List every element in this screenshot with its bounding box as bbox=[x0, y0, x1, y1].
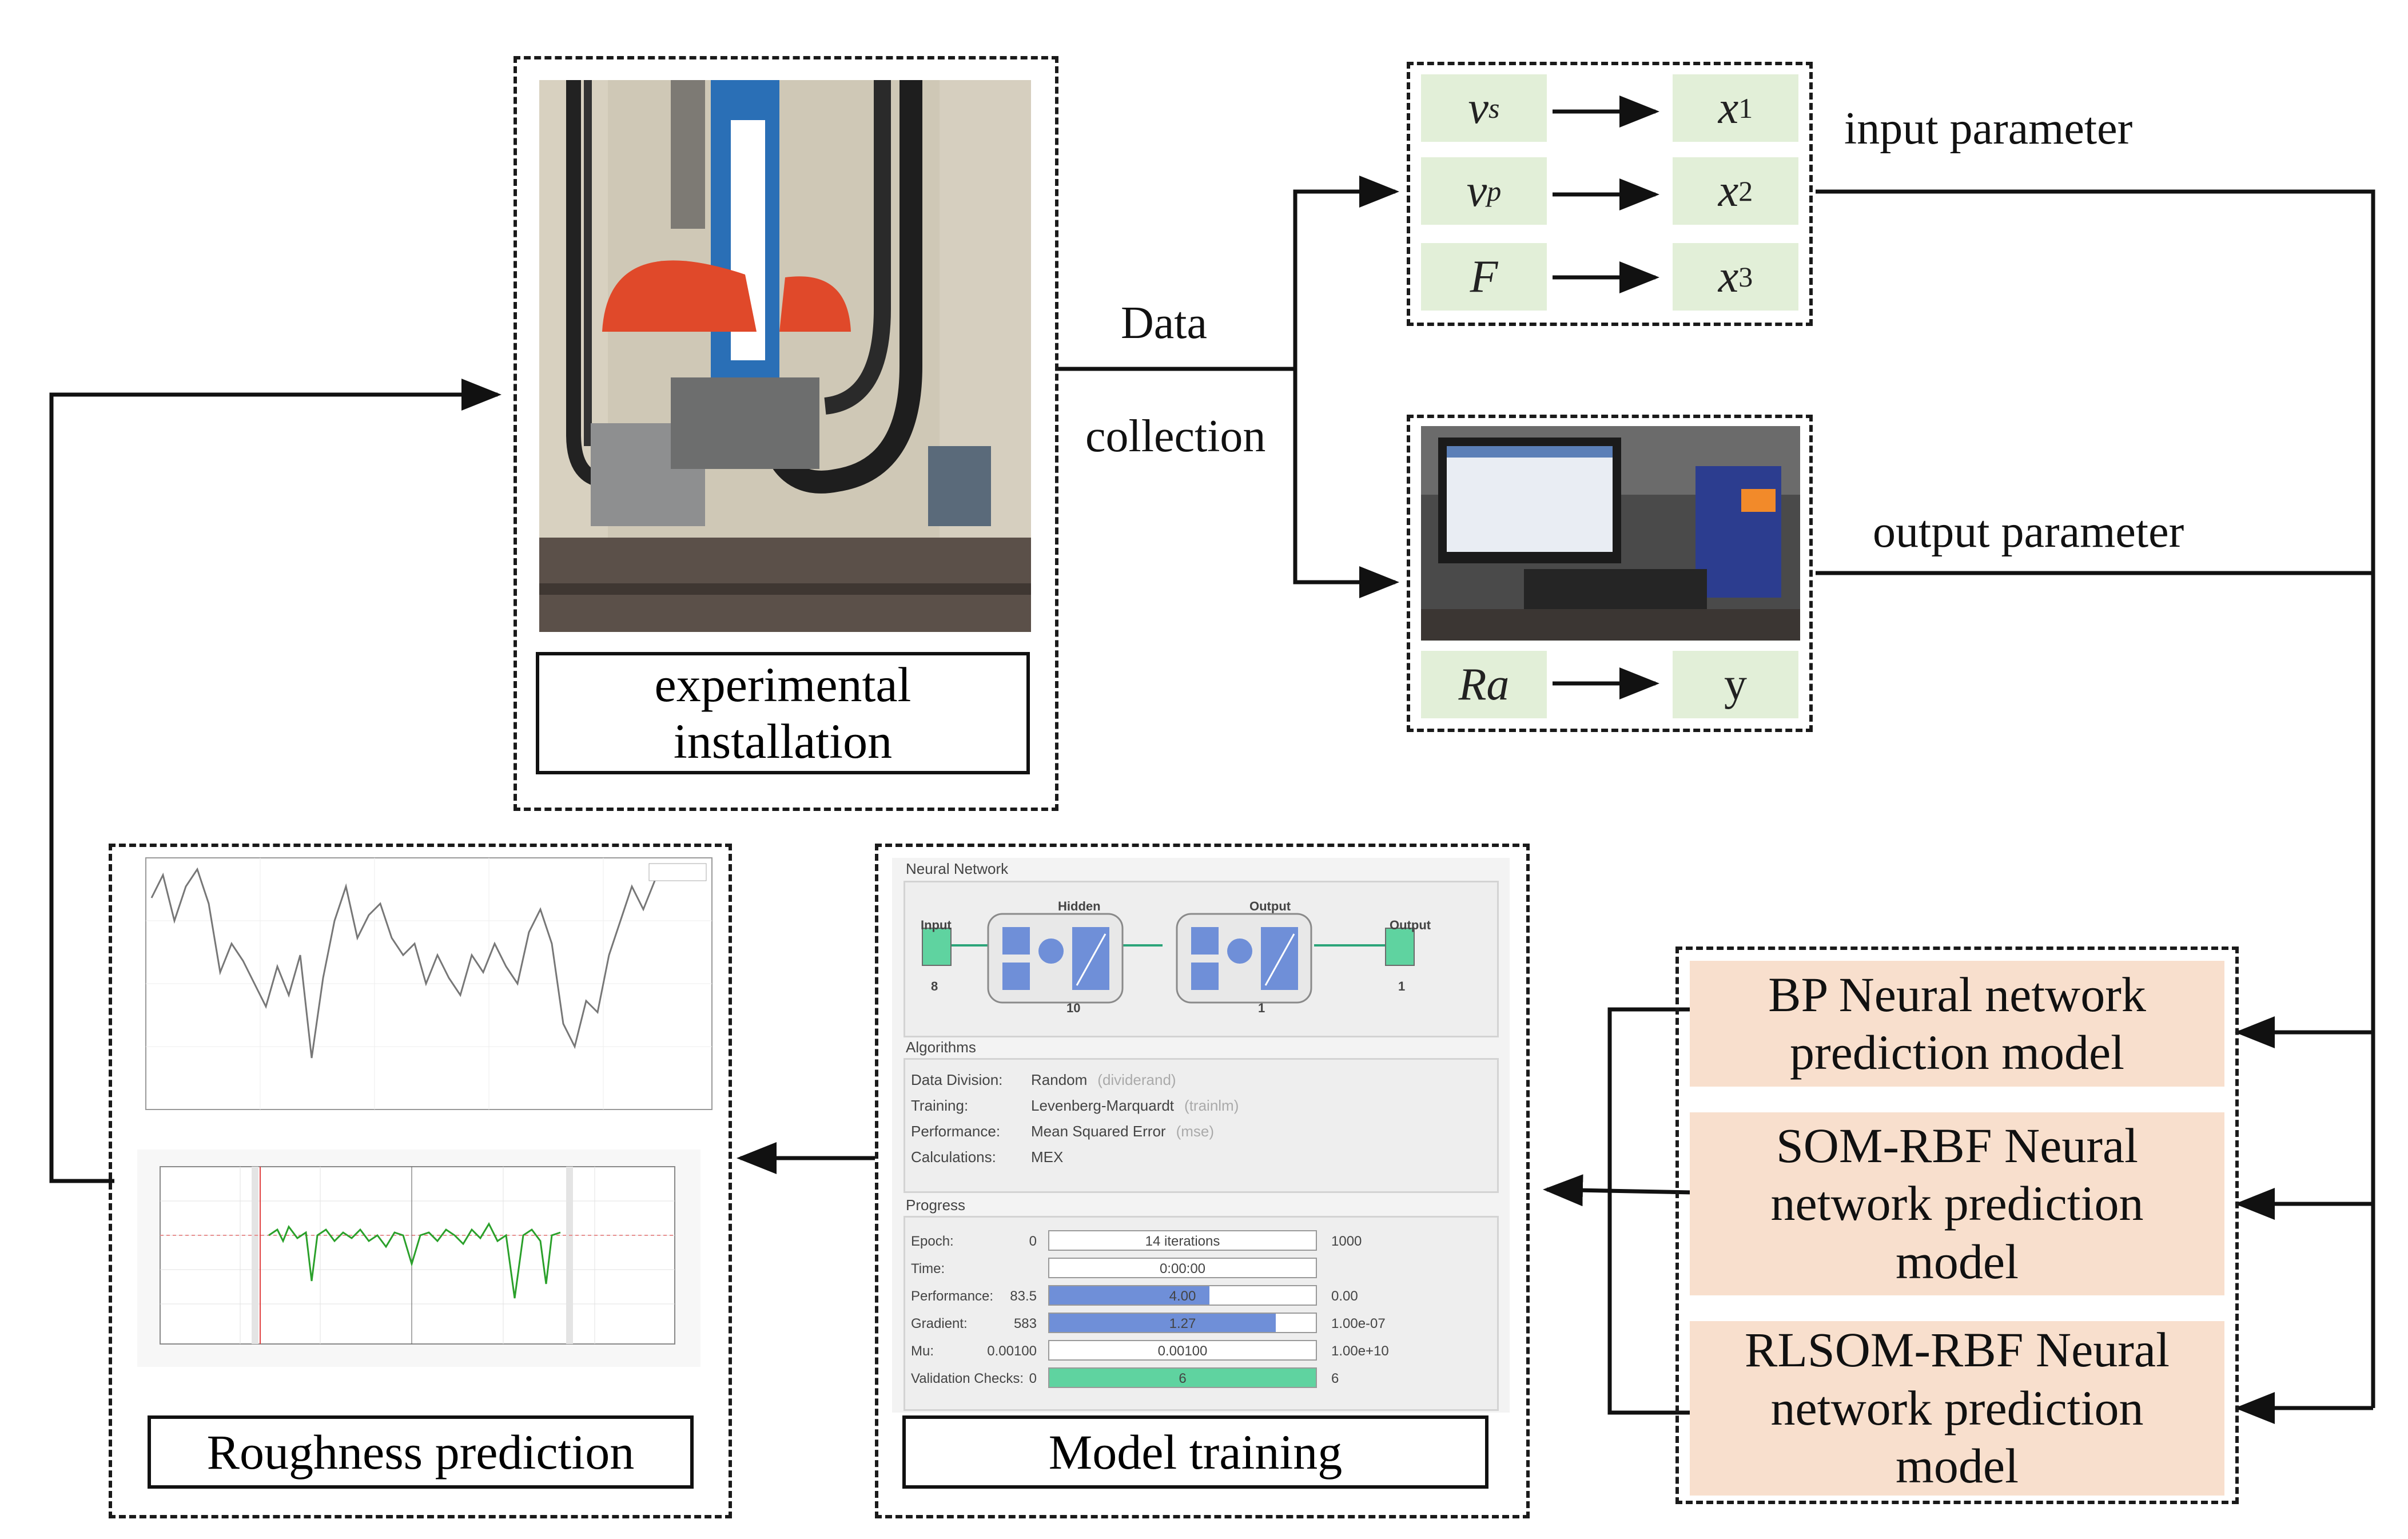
progress-row: Time: 0:00:00 bbox=[911, 1258, 1488, 1280]
progress-row: Gradient: 583 1.27 1.00e-07 bbox=[911, 1313, 1488, 1335]
nn-training-panel: Neural Network Input 8 Hidden 10 Ou bbox=[892, 858, 1510, 1413]
progress-name: Time: bbox=[911, 1261, 945, 1276]
model-training-frame bbox=[875, 844, 1530, 1518]
progress-bar: 4.00 bbox=[1048, 1285, 1317, 1306]
nn-hidden-count: 10 bbox=[1066, 1001, 1081, 1015]
line-input-param bbox=[1816, 189, 2375, 1408]
experimental-installation-text: experimental installation bbox=[654, 657, 912, 769]
nn-input-label: Input bbox=[921, 918, 952, 932]
roughness-prediction-frame bbox=[109, 844, 732, 1518]
progress-name: Performance: bbox=[911, 1289, 994, 1304]
progress-fill bbox=[1049, 1314, 1276, 1332]
progress-row: Epoch: 0 14 iterations 1000 bbox=[911, 1230, 1488, 1253]
progress-bar: 14 iterations bbox=[1048, 1230, 1317, 1251]
algorithm-row: Training:Levenberg-Marquardt(trainlm) bbox=[911, 1097, 1239, 1114]
arrow-feedback bbox=[49, 379, 501, 1183]
progress-min: 0.00100 bbox=[987, 1343, 1037, 1359]
models-frame bbox=[1675, 947, 2239, 1504]
progress-fill bbox=[1049, 1369, 1316, 1387]
progress-max: 1000 bbox=[1331, 1234, 1362, 1249]
roughness-profile-plot bbox=[117, 852, 723, 1132]
arrow-to-input-box bbox=[1293, 176, 1399, 369]
input-parameter-frame bbox=[1407, 62, 1813, 326]
progress-name: Validation Checks: bbox=[911, 1371, 1024, 1386]
progress-min: 583 bbox=[1013, 1316, 1037, 1331]
progress-bar: 0:00:00 bbox=[1048, 1258, 1317, 1278]
progress-value: 0:00:00 bbox=[1159, 1261, 1206, 1276]
experimental-installation-label: experimental installation bbox=[536, 652, 1030, 774]
progress-name: Gradient: bbox=[911, 1316, 968, 1331]
output-parameter-label: output parameter bbox=[1873, 507, 2184, 557]
line-bracket-bp bbox=[1607, 1007, 1693, 1415]
progress-max: 1.00e-07 bbox=[1331, 1316, 1386, 1331]
progress-value: 4.00 bbox=[1169, 1289, 1196, 1304]
progress-max: 6 bbox=[1331, 1371, 1339, 1386]
data-collection-label-2: collection bbox=[1085, 411, 1266, 462]
experimental-installation-frame bbox=[514, 56, 1058, 811]
nn-output-layer-count: 1 bbox=[1258, 1001, 1265, 1015]
nn-input-count: 8 bbox=[931, 979, 938, 993]
progress-max: 0.00 bbox=[1331, 1289, 1358, 1304]
progress-row: Performance: 83.5 4.00 0.00 bbox=[911, 1285, 1488, 1308]
progress-row: Mu: 0.00100 0.00100 1.00e+10 bbox=[911, 1340, 1488, 1363]
output-ra: Ra bbox=[1421, 651, 1547, 718]
nn-output-label: Output bbox=[1390, 918, 1431, 932]
progress-title: Progress bbox=[906, 1196, 966, 1214]
data-collection-label-1: Data bbox=[1121, 298, 1208, 348]
arrow-to-output-box bbox=[1293, 369, 1399, 598]
model-training-text: Model training bbox=[1048, 1425, 1343, 1480]
algorithms-title: Algorithms bbox=[906, 1039, 976, 1056]
progress-name: Epoch: bbox=[911, 1234, 954, 1249]
progress-fill bbox=[1049, 1286, 1209, 1305]
nn-hidden-label: Hidden bbox=[1058, 899, 1101, 913]
output-y: y bbox=[1673, 651, 1798, 718]
progress-value: 6 bbox=[1179, 1371, 1187, 1386]
progress-min: 0 bbox=[1029, 1234, 1037, 1249]
nn-output-layer-label: Output bbox=[1249, 899, 1291, 913]
machine-photo bbox=[539, 80, 1031, 632]
algorithms-box: Data Division:Random(dividerand) Trainin… bbox=[904, 1058, 1499, 1193]
model-training-label: Model training bbox=[902, 1415, 1488, 1489]
input-f: F bbox=[1421, 243, 1547, 311]
progress-min: 0 bbox=[1029, 1371, 1037, 1386]
progress-min: 83.5 bbox=[1010, 1289, 1037, 1304]
roughness-signal-plot bbox=[137, 1150, 700, 1367]
bp-model: BP Neural network prediction model bbox=[1690, 961, 2224, 1087]
nn-network-box bbox=[904, 881, 1499, 1037]
nn-title: Neural Network bbox=[906, 860, 1009, 877]
progress-max: 1.00e+10 bbox=[1331, 1343, 1389, 1359]
nn-diagram bbox=[922, 913, 1415, 1004]
algorithm-row: Data Division:Random(dividerand) bbox=[911, 1071, 1176, 1088]
progress-value: 1.27 bbox=[1169, 1316, 1196, 1331]
algorithm-row: Calculations:MEX bbox=[911, 1148, 1064, 1166]
progress-row: Validation Checks: 0 6 6 bbox=[911, 1367, 1488, 1390]
input-parameter-label: input parameter bbox=[1844, 104, 2133, 154]
nn-output-count: 1 bbox=[1398, 979, 1406, 993]
roughness-prediction-label: Roughness prediction bbox=[148, 1415, 694, 1489]
som-rbf-model: SOM-RBF Neural network prediction model bbox=[1690, 1112, 2224, 1295]
progress-value: 0.00100 bbox=[1157, 1343, 1208, 1359]
progress-bar: 6 bbox=[1048, 1367, 1317, 1388]
progress-bar: 1.27 bbox=[1048, 1313, 1317, 1333]
roughness-prediction-text: Roughness prediction bbox=[206, 1425, 635, 1480]
progress-bar: 0.00100 bbox=[1048, 1340, 1317, 1361]
measurement-photo bbox=[1421, 426, 1800, 641]
arrow-to-model-training bbox=[1543, 1174, 1693, 1207]
rlsom-rbf-model: RLSOM-RBF Neural network prediction mode… bbox=[1690, 1321, 2224, 1496]
algorithm-row: Performance:Mean Squared Error(mse) bbox=[911, 1123, 1214, 1140]
output-parameter-frame bbox=[1407, 415, 1813, 732]
progress-value: 14 iterations bbox=[1145, 1234, 1220, 1249]
progress-name: Mu: bbox=[911, 1343, 934, 1359]
